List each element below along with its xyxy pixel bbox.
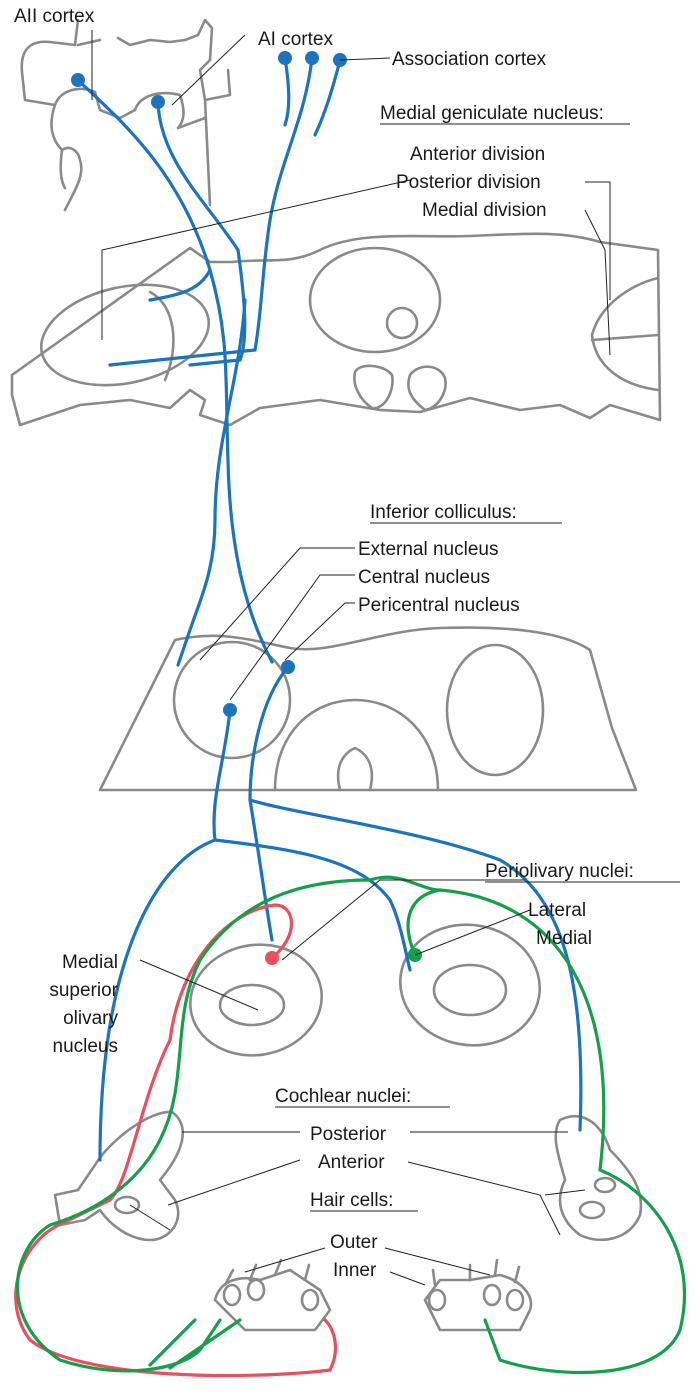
label-outer: Outer bbox=[330, 1232, 378, 1253]
label-cochlear-title: Cochlear nuclei: bbox=[275, 1086, 411, 1107]
mgn-outline bbox=[10, 232, 662, 427]
ic-central-arc bbox=[273, 698, 440, 792]
olive-right bbox=[398, 923, 542, 1047]
label-mso-1: Medial bbox=[62, 952, 118, 973]
ic-outline bbox=[98, 626, 638, 792]
mgn-center-circle bbox=[385, 306, 419, 340]
label-pericentral-nucleus: Pericentral nucleus bbox=[358, 595, 520, 616]
label-anterior-division: Anterior division bbox=[410, 144, 545, 165]
mso-inner bbox=[218, 983, 286, 1027]
label-anterior: Anterior bbox=[318, 1152, 385, 1173]
label-mso-3: olivary bbox=[63, 1008, 118, 1029]
label-periolivary-title: Periolivary nuclei: bbox=[485, 861, 634, 882]
ic-right-nucleus bbox=[445, 643, 545, 777]
medial-olivocochlear-pathway bbox=[15, 875, 687, 1375]
label-central-nucleus: Central nucleus bbox=[358, 567, 490, 588]
lso-neuron bbox=[265, 951, 279, 965]
label-aii-cortex: AII cortex bbox=[14, 6, 95, 27]
olive-right-inner bbox=[432, 963, 508, 1017]
ic-left-nucleus bbox=[172, 640, 292, 760]
olive-left bbox=[189, 943, 323, 1057]
label-mso-4: nucleus bbox=[53, 1036, 119, 1057]
association-neuron bbox=[305, 51, 319, 65]
leader-lines bbox=[91, 30, 680, 1286]
cortex-outline bbox=[20, 18, 232, 212]
label-ic-title: Inferior colliculus: bbox=[370, 502, 517, 523]
cortex-neuron bbox=[151, 95, 165, 109]
label-ai-cortex: AI cortex bbox=[258, 29, 333, 50]
label-medial-division: Medial division bbox=[422, 200, 547, 221]
cochlear-nucleus-right bbox=[554, 1114, 643, 1242]
mgn-anterior-boundary bbox=[148, 290, 175, 382]
ic-central-neuron bbox=[223, 703, 237, 717]
mgn-center-oval bbox=[308, 246, 442, 354]
label-posterior-division: Posterior division bbox=[396, 172, 541, 193]
ic-pericentral-neuron bbox=[281, 660, 295, 674]
label-posterior: Posterior bbox=[310, 1124, 387, 1145]
mgn-medial-division bbox=[590, 276, 660, 392]
label-external-nucleus: External nucleus bbox=[358, 539, 498, 560]
hair-cells-right bbox=[423, 1258, 533, 1332]
mgn-small-lobes bbox=[353, 364, 447, 412]
label-mgn-title: Medial geniculate nucleus: bbox=[380, 103, 604, 124]
cochlear-nucleus-left bbox=[53, 1110, 185, 1242]
association-neuron bbox=[278, 51, 292, 65]
label-medial: Medial bbox=[536, 928, 592, 949]
label-lateral: Lateral bbox=[528, 900, 586, 921]
label-hair-cells-title: Hair cells: bbox=[310, 1190, 393, 1211]
cortex-neuron bbox=[71, 73, 85, 87]
label-mso-2: superior bbox=[49, 980, 118, 1001]
label-association-cortex: Association cortex bbox=[392, 49, 547, 70]
anterior-division-outline bbox=[39, 283, 211, 387]
hair-cells-left bbox=[213, 1258, 332, 1332]
label-inner: Inner bbox=[333, 1260, 377, 1281]
